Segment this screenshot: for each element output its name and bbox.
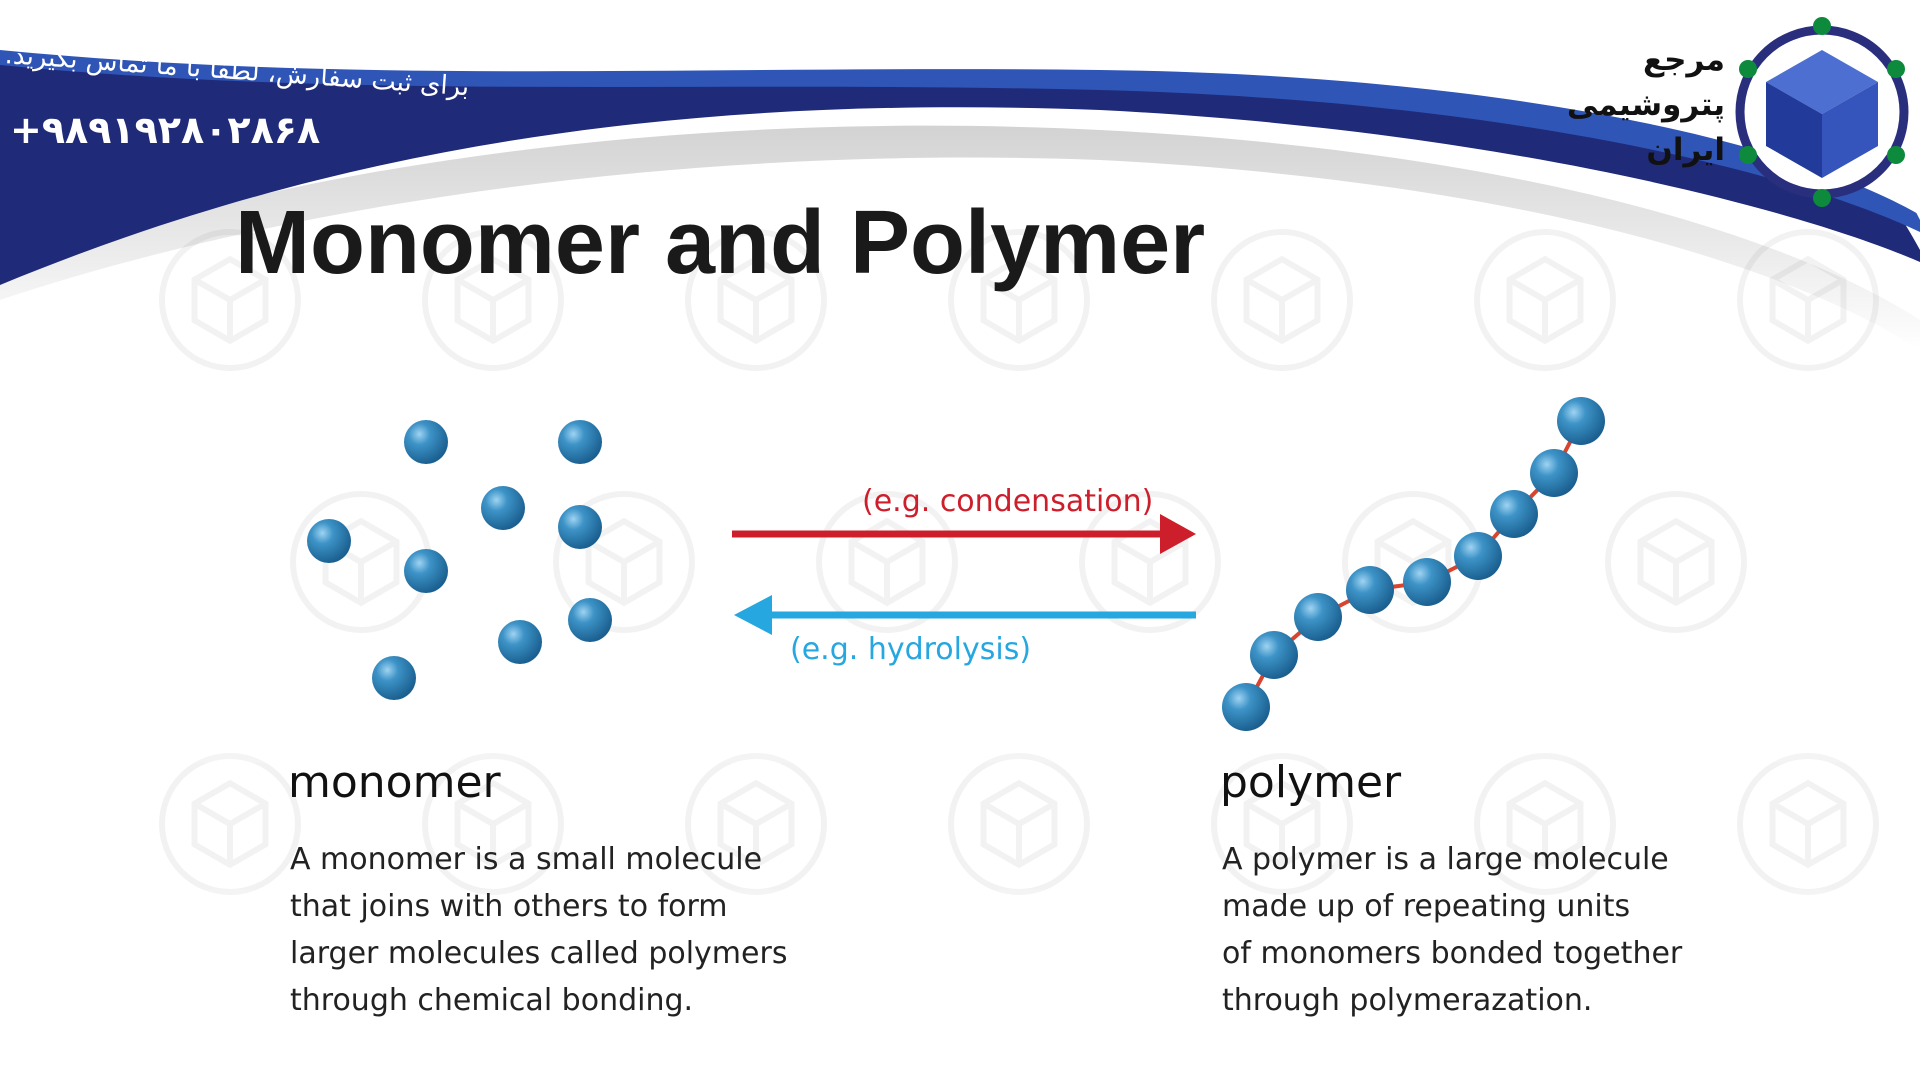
forward-arrow xyxy=(732,514,1196,554)
watermark-cube xyxy=(1474,753,1616,895)
polymer-bead xyxy=(1454,532,1502,580)
monomer-bead xyxy=(404,549,448,593)
polymer-description-line: through polymerazation. xyxy=(1222,983,1593,1018)
polymer-description: A polymer is a large molecule made up of… xyxy=(1222,836,1682,1024)
polymer-bead xyxy=(1557,397,1605,445)
phone-number[interactable]: +۹۸۹۱۹۲۸۰۲۸۶۸ xyxy=(10,108,321,152)
monomer-bead xyxy=(481,486,525,530)
brand-name: مرجع پتروشیمی ایران xyxy=(1566,42,1725,168)
polymer-bead xyxy=(1222,683,1270,731)
monomer-description-line: through chemical bonding. xyxy=(290,983,694,1018)
watermark-cube xyxy=(1737,753,1879,895)
polymer-bead-group xyxy=(1222,397,1605,731)
polymer-bead xyxy=(1403,558,1451,606)
monomer-description-line: that joins with others to form xyxy=(290,889,728,924)
watermark-cube xyxy=(553,491,695,633)
monomer-bead xyxy=(372,656,416,700)
monomer-bead xyxy=(498,620,542,664)
watermark-cube xyxy=(816,491,958,633)
polymer-bead xyxy=(1346,566,1394,614)
header-band xyxy=(0,0,1920,350)
monomer-description: A monomer is a small molecule that joins… xyxy=(290,836,787,1024)
polymer-heading: polymer xyxy=(1220,757,1402,808)
watermark-cube xyxy=(422,229,564,371)
polymer-bead xyxy=(1530,449,1578,497)
monomer-bead-group xyxy=(307,420,612,700)
monomer-bead xyxy=(558,420,602,464)
watermark-cube xyxy=(685,753,827,895)
polymer-bead xyxy=(1490,490,1538,538)
condensation-label: (e.g. condensation) xyxy=(862,484,1154,519)
watermark-cube xyxy=(685,229,827,371)
monomer-description-line: larger molecules called polymers xyxy=(290,936,788,971)
watermark-cube xyxy=(1474,229,1616,371)
page-title: Monomer and Polymer xyxy=(235,193,1206,293)
watermark-cube xyxy=(1211,229,1353,371)
polymer-description-line: A polymer is a large molecule xyxy=(1222,842,1669,877)
watermark-cube xyxy=(1079,491,1221,633)
reverse-arrow xyxy=(734,595,1196,635)
polymer-bead xyxy=(1294,593,1342,641)
watermark-cube xyxy=(422,753,564,895)
monomer-bead xyxy=(307,519,351,563)
monomer-description-line: A monomer is a small molecule xyxy=(290,842,763,877)
monomer-bead xyxy=(568,598,612,642)
watermark-cube xyxy=(948,229,1090,371)
cube-icon xyxy=(1735,17,1909,207)
watermark-cube xyxy=(159,753,301,895)
monomer-bead xyxy=(404,420,448,464)
polymer-description-line: of monomers bonded together xyxy=(1222,936,1683,971)
watermark-cube xyxy=(948,753,1090,895)
watermark-pattern xyxy=(159,229,1879,895)
polymer-bead xyxy=(1250,631,1298,679)
hydrolysis-label: (e.g. hydrolysis) xyxy=(790,632,1032,667)
watermark-cube xyxy=(1211,753,1353,895)
watermark-cube xyxy=(1605,491,1747,633)
monomer-heading: monomer xyxy=(288,757,501,808)
polymer-description-line: made up of repeating units xyxy=(1222,889,1631,924)
monomer-bead xyxy=(558,505,602,549)
